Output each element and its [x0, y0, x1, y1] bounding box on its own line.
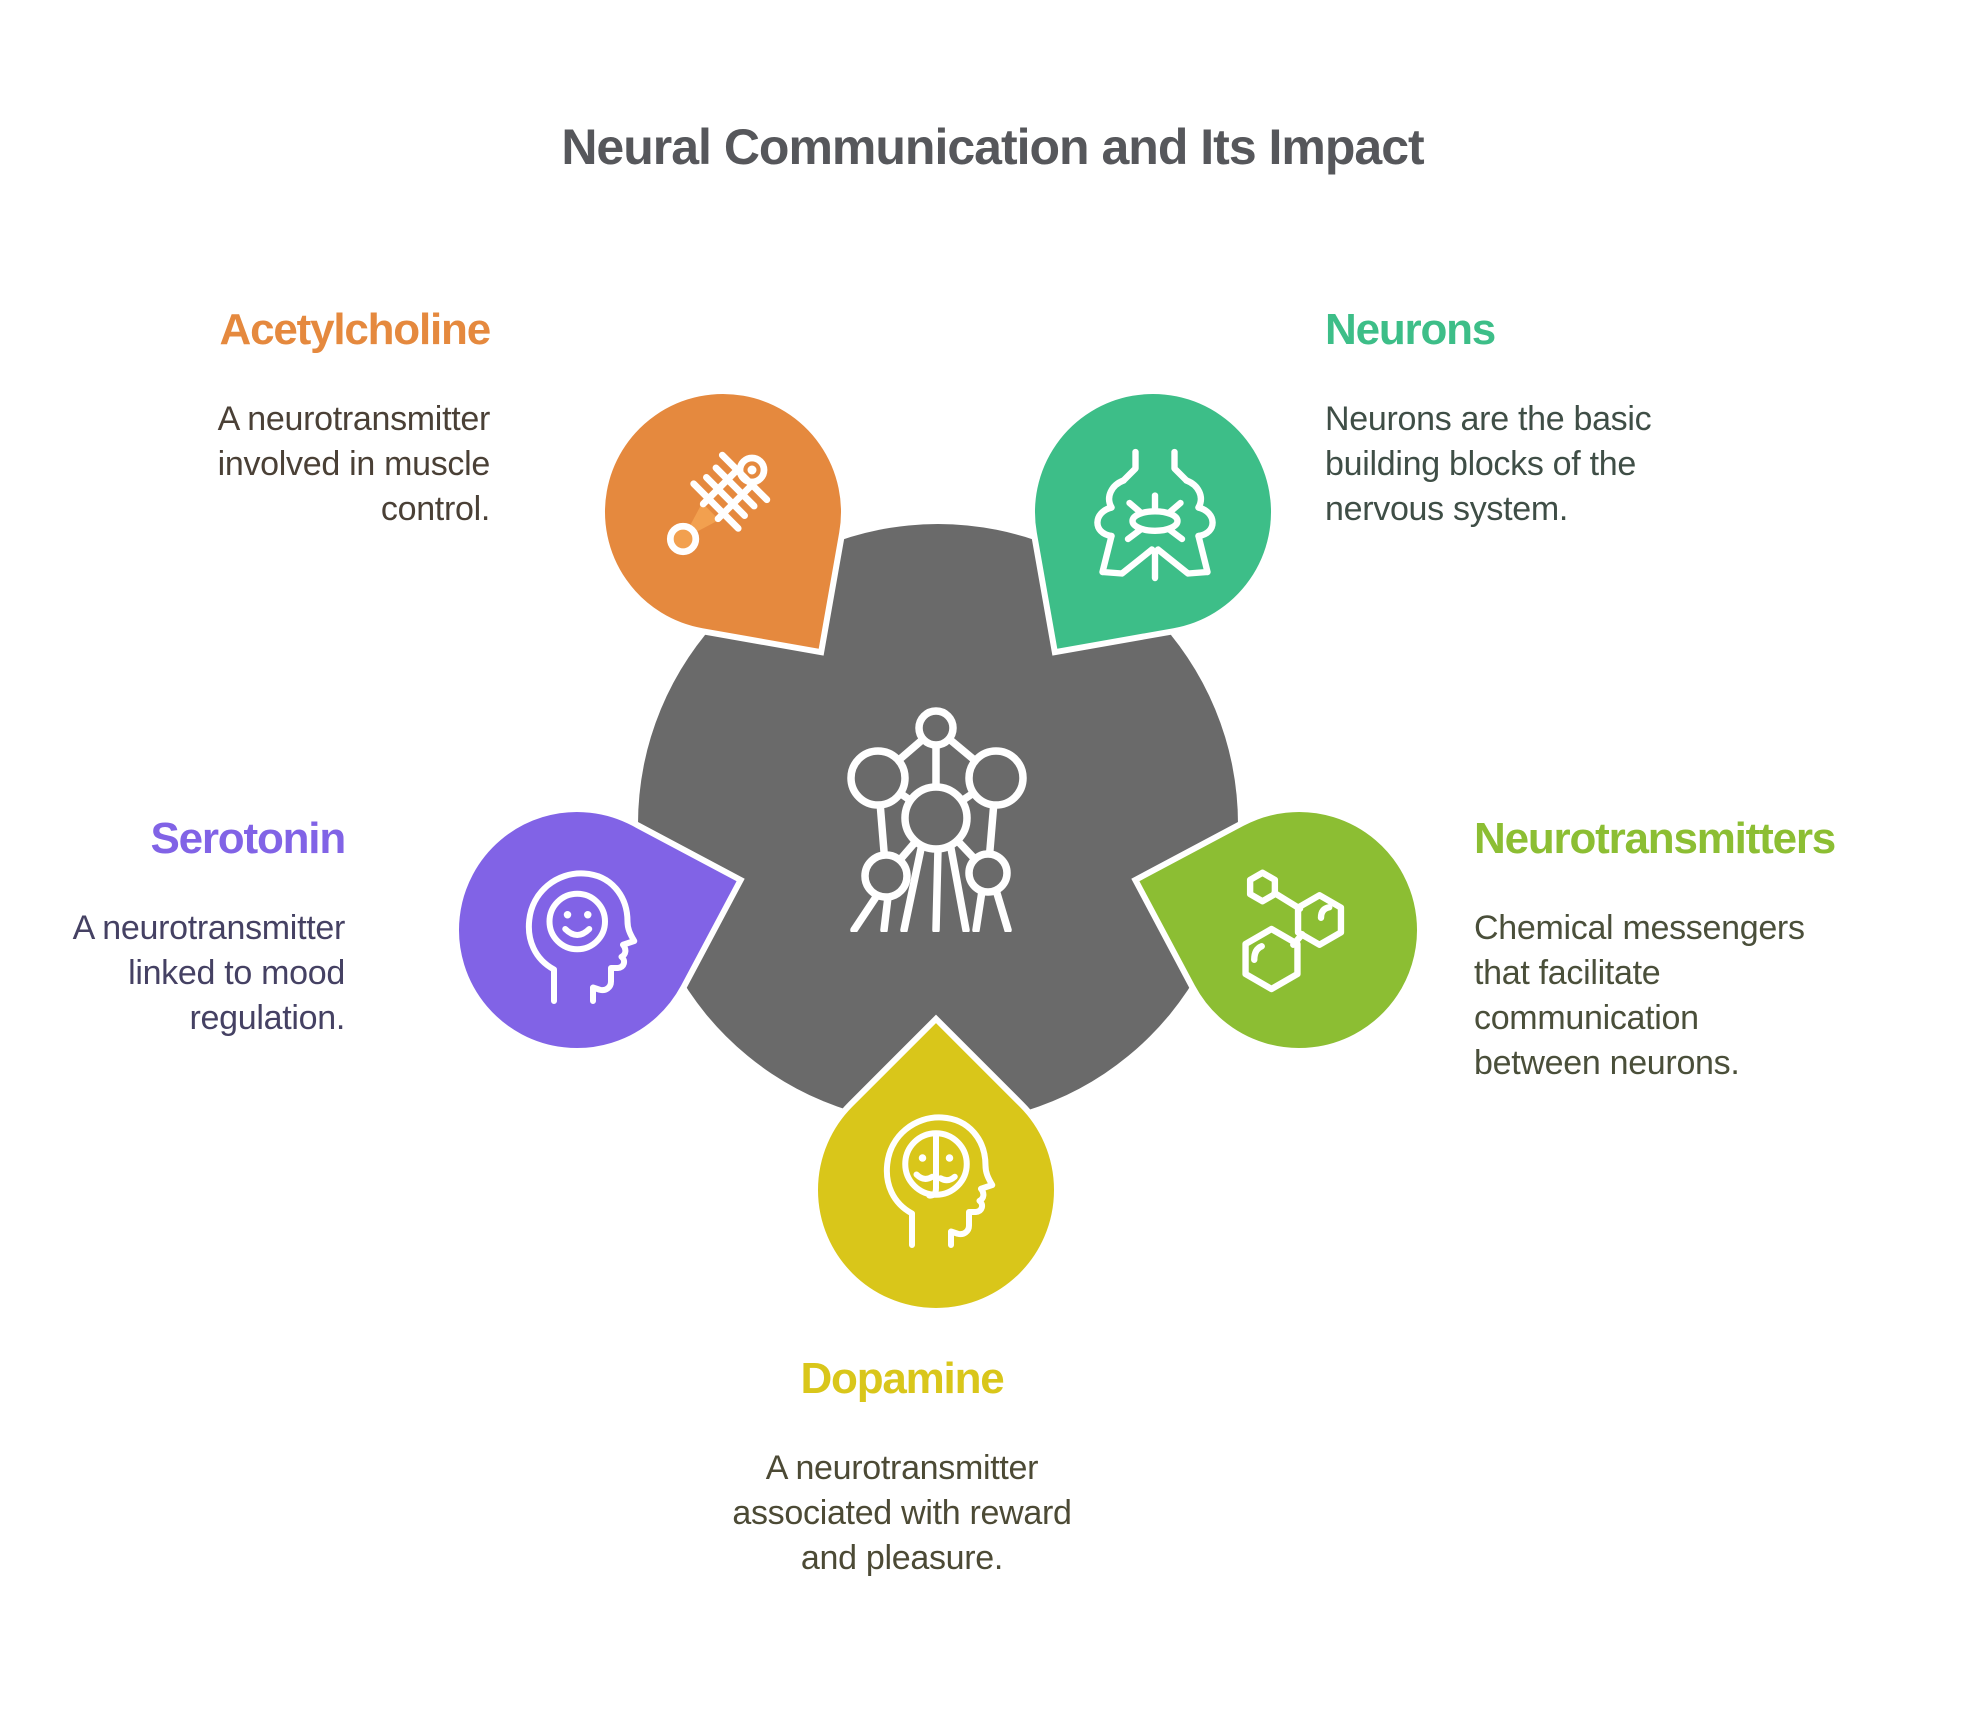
neural-network-icon: [847, 707, 1027, 932]
section-dopamine-title: Dopamine: [800, 1354, 1004, 1403]
head-brain-icon: [883, 1114, 996, 1248]
section-serotonin-title: Serotonin: [150, 814, 346, 863]
muscle-icon: [666, 451, 771, 556]
section-serotonin-description: A neurotransmitter linked to mood regula…: [72, 909, 346, 1037]
section-acetylcholine-title: Acetylcholine: [219, 305, 492, 354]
section-neurons-description: Neurons are the basic building blocks of…: [1325, 400, 1652, 528]
section-dopamine: Dopamine A neurotransmitter associated w…: [602, 1354, 1202, 1581]
section-neurons: Neurons Neurons are the basic building b…: [1325, 305, 1652, 532]
neuron-icon: [1094, 448, 1216, 582]
section-dopamine-description: A neurotransmitter associated with rewar…: [732, 1449, 1072, 1577]
section-neurotransmitters-description: Chemical messengers that facilitate comm…: [1474, 909, 1805, 1082]
section-neurons-title: Neurons: [1325, 305, 1496, 354]
molecule-icon: [1242, 869, 1345, 993]
section-neurotransmitters-title: Neurotransmitters: [1474, 814, 1836, 863]
section-serotonin: Serotonin A neurotransmitter linked to m…: [72, 814, 347, 1041]
page-title: Neural Communication and Its Impact: [561, 119, 1424, 175]
section-acetylcholine: Acetylcholine A neurotransmitter involve…: [217, 305, 492, 532]
head-smiley-icon: [525, 870, 638, 1004]
section-neurotransmitters: Neurotransmitters Chemical messengers th…: [1474, 814, 1836, 1086]
section-acetylcholine-description: A neurotransmitter involved in muscle co…: [217, 400, 491, 528]
